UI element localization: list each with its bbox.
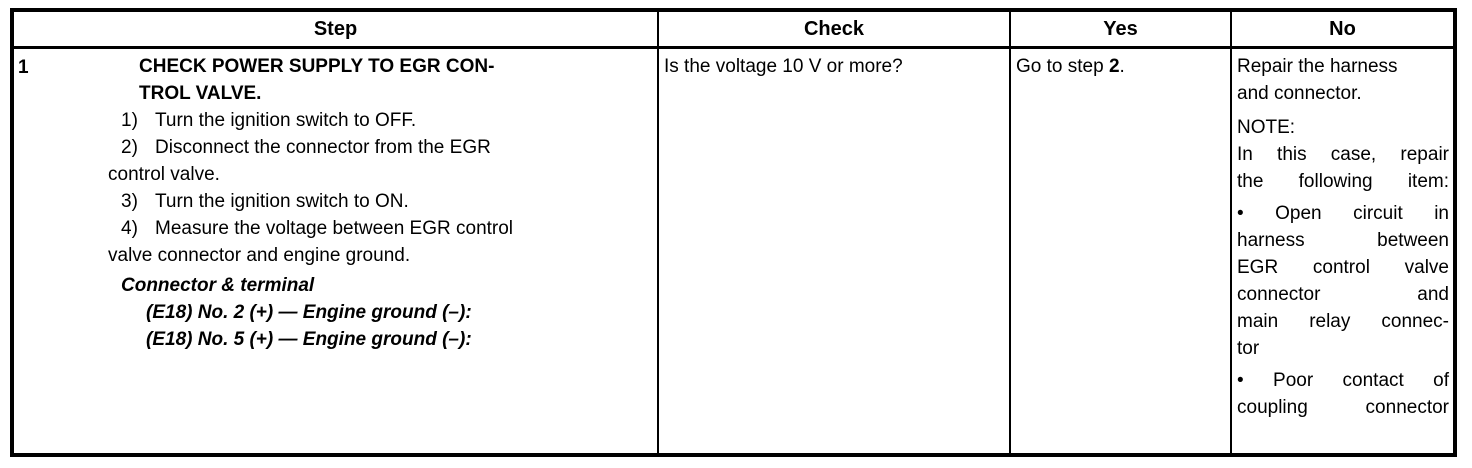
note-intro: In this case, repair the following item:: [1237, 144, 1449, 192]
header-step: Step: [14, 12, 659, 46]
instruction-number: 1): [121, 110, 138, 131]
yes-action-prefix: Go to step: [1016, 56, 1109, 77]
yes-action: Go to step 2.: [1016, 53, 1225, 80]
bullet-icon: •: [1237, 203, 1244, 224]
connector-terminal-line: (E18) No. 5 (+) — Engine ground (–):: [146, 329, 472, 350]
note-bullet: • Open circuit in harness between EGR co…: [1237, 200, 1449, 362]
check-cell: Is the voltage 10 V or more?: [659, 49, 1011, 453]
connector-terminal-block: Connector & terminal (E18) No. 2 (+) — E…: [108, 272, 649, 353]
instruction-text: Turn the ignition switch to OFF.: [155, 110, 417, 131]
no-action: Repair the harness and connector.: [1237, 56, 1398, 104]
step-instruction: 4)Measure the voltage between EGR contro…: [108, 215, 649, 269]
header-check: Check: [659, 12, 1011, 46]
diagnostic-table: Step Check Yes No 1 CHECK POWER SUPPLY T…: [10, 8, 1457, 457]
step-number: 1: [18, 57, 29, 78]
step-instruction: 1) Turn the ignition switch to OFF.: [108, 107, 649, 134]
step-instruction: 3) Turn the ignition switch to ON.: [108, 188, 649, 215]
instruction-text: Disconnect the connector from the EGR co…: [108, 137, 491, 185]
check-question: Is the voltage 10 V or more?: [664, 56, 903, 77]
header-yes: Yes: [1011, 12, 1232, 46]
table-header-row: Step Check Yes No: [14, 12, 1453, 49]
instruction-text: Turn the ignition switch to ON.: [155, 191, 409, 212]
bullet-text: Poor contact of coupling connector: [1237, 370, 1450, 418]
note-bullet: • Poor contact of coupling connector: [1237, 367, 1449, 421]
yes-step-reference: 2: [1108, 56, 1120, 77]
step-cell: 1 CHECK POWER SUPPLY TO EGR CON- TROL VA…: [14, 49, 659, 453]
connector-terminal-line: (E18) No. 2 (+) — Engine ground (–):: [146, 302, 472, 323]
bullet-icon: •: [1237, 370, 1244, 391]
note-label: NOTE:: [1237, 117, 1296, 138]
table-body-row: 1 CHECK POWER SUPPLY TO EGR CON- TROL VA…: [14, 49, 1453, 453]
no-cell: Repair the harness and connector. NOTE: …: [1232, 49, 1453, 453]
connector-terminal-heading: Connector & terminal: [121, 275, 315, 296]
step-title: CHECK POWER SUPPLY TO EGR CON- TROL VALV…: [139, 56, 495, 104]
step-instruction: 2)Disconnect the connector from the EGR …: [108, 134, 649, 188]
yes-action-suffix: .: [1119, 56, 1125, 77]
header-no: No: [1329, 17, 1356, 40]
bullet-text: Open circuit in harness between EGR cont…: [1237, 203, 1449, 359]
step-content: CHECK POWER SUPPLY TO EGR CON- TROL VALV…: [108, 53, 649, 353]
yes-cell: Go to step 2.: [1011, 49, 1232, 453]
instruction-text: Measure the voltage between EGR control …: [108, 218, 514, 266]
instruction-number: 2): [121, 137, 138, 158]
instruction-number: 4): [121, 218, 138, 239]
instruction-number: 3): [121, 191, 138, 212]
